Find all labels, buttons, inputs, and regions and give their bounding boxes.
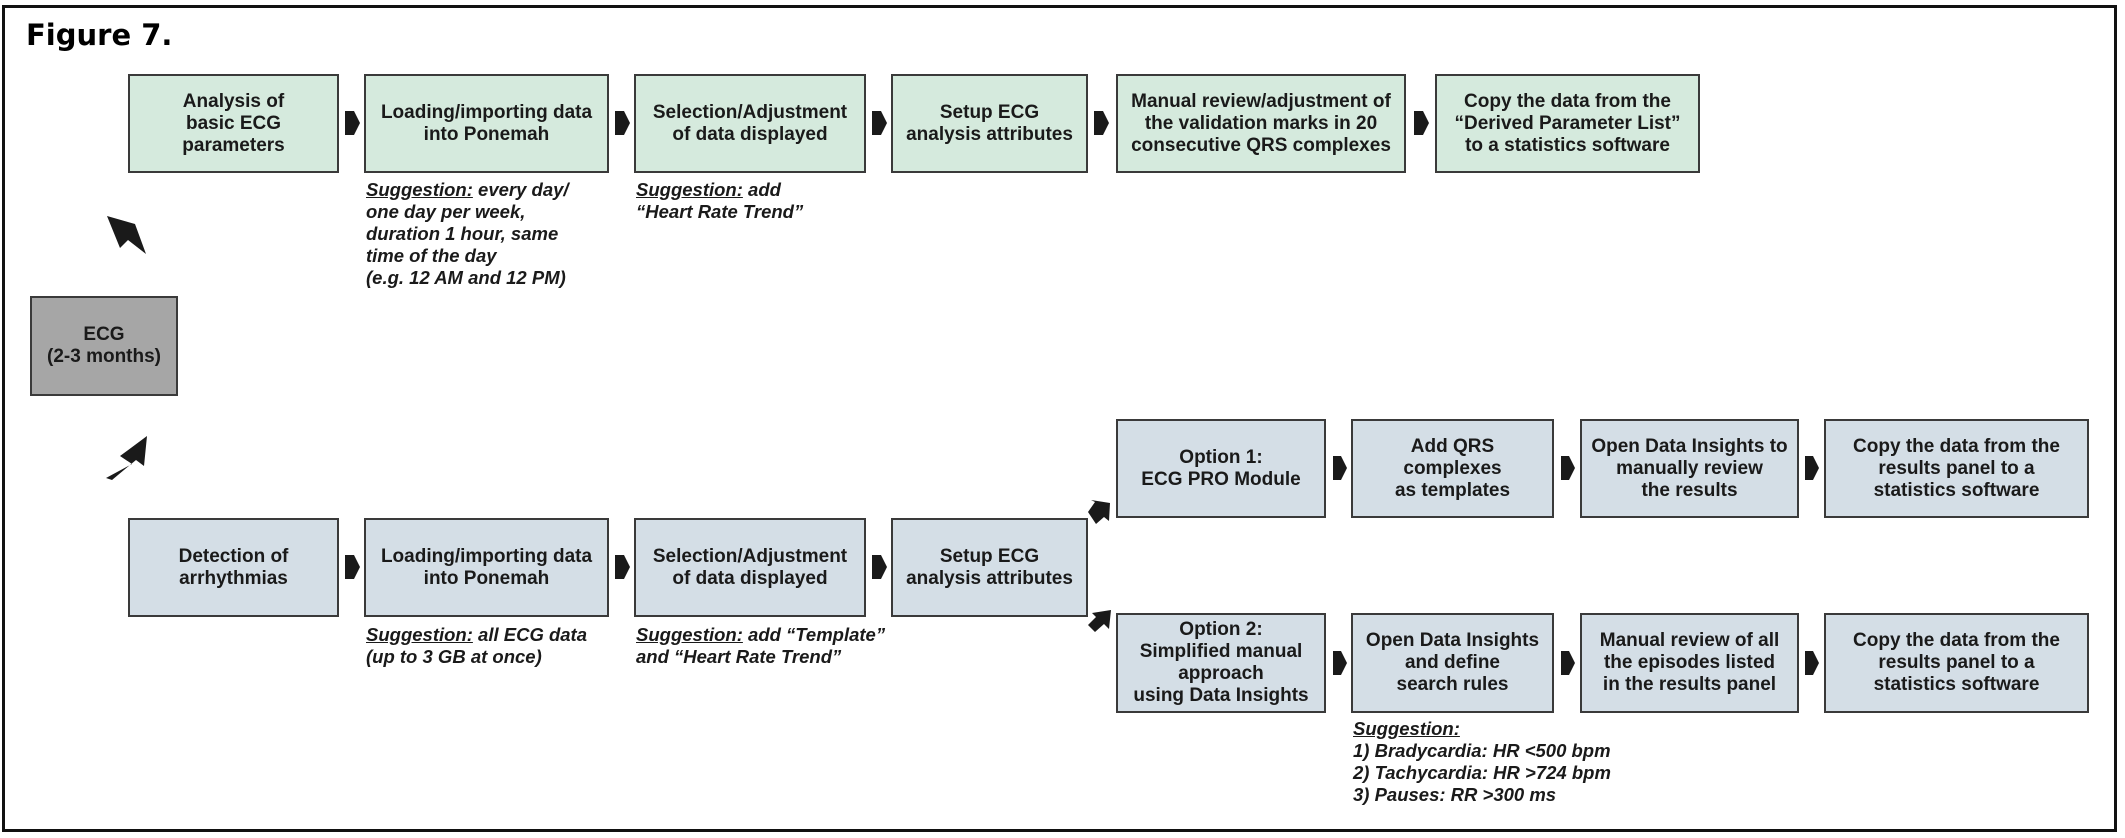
arrow-right-icon — [615, 111, 630, 135]
arrow-right-icon — [1094, 111, 1109, 135]
option2-review-episodes-box: Manual review of all the episodes listed… — [1580, 613, 1799, 713]
figure-title: Figure 7. — [26, 18, 173, 52]
bottom-loading-note: Suggestion: all ECG data (up to 3 GB at … — [366, 624, 587, 668]
arrow-right-icon — [615, 555, 630, 579]
option1-ecg-pro-box: Option 1: ECG PRO Module — [1116, 419, 1326, 518]
note-line: “Heart Rate Trend” — [636, 201, 804, 222]
arrow-right-icon — [872, 111, 887, 135]
note-text: add “Template” — [742, 624, 886, 645]
note-line: 3) Pauses: RR >300 ms — [1353, 784, 1557, 805]
note-line: (up to 3 GB at once) — [366, 646, 542, 667]
note-line: one day per week, — [366, 201, 526, 222]
note-text: every day/ — [472, 179, 569, 200]
arrow-right-icon — [1805, 456, 1819, 480]
arrow-right-icon — [1414, 111, 1429, 135]
option2-define-rules-box: Open Data Insights and define search rul… — [1351, 613, 1554, 713]
arrow-right-icon — [345, 111, 360, 135]
note-label: Suggestion: — [636, 624, 743, 645]
top-copy-box: Copy the data from the “Derived Paramete… — [1435, 74, 1700, 173]
arrow-right-icon — [1333, 651, 1347, 675]
note-label: Suggestion: — [366, 624, 473, 645]
note-label: Suggestion: — [1353, 718, 1460, 739]
arrow-down-right-icon — [1088, 610, 1111, 632]
top-manual-review-box: Manual review/adjustment of the validati… — [1116, 74, 1406, 173]
arrow-right-icon — [872, 555, 887, 579]
option1-copy-box: Copy the data from the results panel to … — [1824, 419, 2089, 518]
option2-search-rules-note: Suggestion: 1) Bradycardia: HR <500 bpm … — [1353, 718, 1611, 806]
note-line: (e.g. 12 AM and 12 PM) — [366, 267, 566, 288]
bottom-setup-box: Setup ECG analysis attributes — [891, 518, 1088, 617]
arrow-right-icon — [1333, 456, 1347, 480]
option1-open-insights-box: Open Data Insights to manually review th… — [1580, 419, 1799, 518]
bottom-selection-note: Suggestion: add “Template” and “Heart Ra… — [636, 624, 885, 668]
arrow-up-right-icon — [107, 216, 146, 254]
top-loading-note: Suggestion: every day/ one day per week,… — [366, 179, 569, 289]
note-line: 1) Bradycardia: HR <500 bpm — [1353, 740, 1611, 761]
option2-manual-approach-box: Option 2: Simplified manual approach usi… — [1116, 613, 1326, 713]
top-selection-note: Suggestion: add “Heart Rate Trend” — [636, 179, 803, 223]
bottom-loading-box: Loading/importing data into Ponemah — [364, 518, 609, 617]
bottom-selection-box: Selection/Adjustment of data displayed — [634, 518, 866, 617]
note-line: and “Heart Rate Trend” — [636, 646, 842, 667]
arrow-right-icon — [1561, 456, 1575, 480]
note-line: time of the day — [366, 245, 497, 266]
note-line: 2) Tachycardia: HR >724 bpm — [1353, 762, 1611, 783]
arrow-up-right-icon — [1088, 500, 1110, 524]
note-text: all ECG data — [472, 624, 588, 645]
note-line: duration 1 hour, same — [366, 223, 559, 244]
option1-add-qrs-box: Add QRS complexes as templates — [1351, 419, 1554, 518]
top-setup-box: Setup ECG analysis attributes — [891, 74, 1088, 173]
root-ecg-box: ECG (2-3 months) — [30, 296, 178, 396]
note-label: Suggestion: — [636, 179, 743, 200]
option2-copy-box: Copy the data from the results panel to … — [1824, 613, 2089, 713]
figure-frame — [2, 5, 2117, 832]
top-selection-box: Selection/Adjustment of data displayed — [634, 74, 866, 173]
top-loading-box: Loading/importing data into Ponemah — [364, 74, 609, 173]
arrow-down-right-icon — [106, 436, 147, 480]
arrow-right-icon — [345, 555, 360, 579]
arrow-right-icon — [1805, 651, 1819, 675]
arrow-right-icon — [1561, 651, 1575, 675]
bottom-detection-box: Detection of arrhythmias — [128, 518, 339, 617]
note-label: Suggestion: — [366, 179, 473, 200]
note-text: add — [742, 179, 781, 200]
top-analysis-box: Analysis of basic ECG parameters — [128, 74, 339, 173]
